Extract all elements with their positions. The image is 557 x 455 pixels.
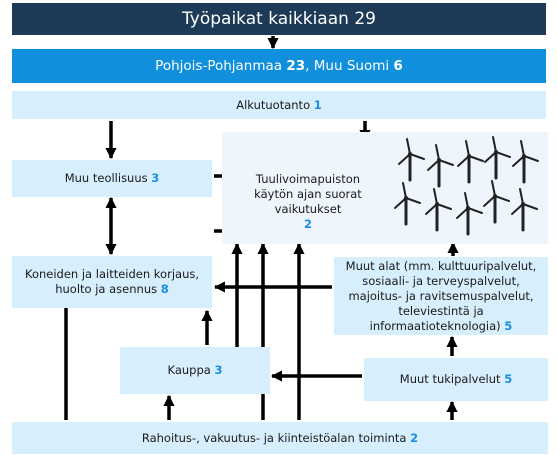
- wind-label-line3: vaikutukset: [274, 202, 342, 216]
- finance-label: Rahoitus-, vakuutus- ja kiinteistöalan t…: [141, 430, 407, 445]
- region-b-label: Muu Suomi: [313, 58, 390, 74]
- wind-label-line2: käytön ajan suorat: [254, 187, 362, 201]
- other-label-line3: majoitus- ja ravitsemuspalvelut,: [348, 288, 534, 303]
- wind-turbine-icon: [483, 135, 512, 180]
- wind-turbines-illustration: [393, 135, 540, 236]
- wind-count: 2: [303, 217, 312, 231]
- total-jobs-label: Työpaikat kaikkiaan: [182, 9, 349, 29]
- primary-count: 1: [313, 97, 322, 112]
- primary-production-box: Alkutuotanto 1: [12, 91, 546, 119]
- wind-turbine-icon: [426, 143, 455, 188]
- industry-label: Muu teollisuus: [64, 171, 148, 185]
- other-label-line4: televiestintä ja: [398, 303, 484, 318]
- wind-turbine-icon: [424, 187, 453, 232]
- repair-label-line2: huolto ja asennus: [55, 282, 158, 296]
- repair-count: 8: [160, 282, 169, 296]
- total-jobs-banner: Työpaikat kaikkiaan 29: [12, 3, 546, 35]
- trade-label: Kauppa: [167, 363, 211, 377]
- trade-count: 3: [214, 363, 223, 377]
- region-b-count: 6: [393, 58, 403, 74]
- wind-turbine-icon: [482, 179, 511, 224]
- other-sectors-box: Muut alat (mm. kulttuuripalvelut, sosiaa…: [334, 257, 548, 335]
- wind-park-box: Tuulivoimapuiston käytön ajan suorat vai…: [222, 132, 548, 244]
- support-count: 5: [504, 372, 513, 386]
- wind-turbine-icon: [393, 181, 422, 226]
- wind-turbine-icon: [510, 187, 539, 232]
- support-label: Muut tukipalvelut: [399, 372, 501, 386]
- other-label-line1: Muut alat (mm. kulttuuripalvelut,: [345, 258, 537, 273]
- other-label-line2: sosiaali- ja terveyspalvelut,: [362, 273, 520, 288]
- total-jobs-count: 29: [354, 9, 376, 29]
- support-services-box: Muut tukipalvelut 5: [364, 358, 548, 401]
- finance-count: 2: [410, 430, 419, 445]
- other-count: 5: [504, 318, 513, 333]
- finance-box: Rahoitus-, vakuutus- ja kiinteistöalan t…: [12, 422, 548, 454]
- wind-turbine-icon: [511, 139, 540, 184]
- trade-box: Kauppa 3: [120, 347, 270, 394]
- other-label-line5: informaatioteknologia): [369, 318, 501, 333]
- repair-box: Koneiden ja laitteiden korjaus, huolto j…: [12, 256, 212, 308]
- wind-park-text: Tuulivoimapuiston käytön ajan suorat vai…: [238, 172, 378, 232]
- repair-label-line1: Koneiden ja laitteiden korjaus,: [24, 267, 200, 281]
- industry-box: Muu teollisuus 3: [12, 160, 212, 197]
- wind-label-line1: Tuulivoimapuiston: [255, 172, 361, 186]
- region-a-count: 23: [286, 58, 306, 74]
- primary-label: Alkutuotanto: [236, 97, 311, 112]
- wind-turbine-icon: [397, 137, 426, 182]
- region-a-label: Pohjois-Pohjanmaa: [155, 58, 283, 74]
- wind-turbine-icon: [456, 139, 485, 184]
- region-separator: ,: [305, 58, 310, 74]
- industry-count: 3: [151, 171, 160, 185]
- wind-turbine-icon: [455, 191, 484, 236]
- region-banner: Pohjois-Pohjanmaa 23, Muu Suomi 6: [12, 49, 546, 83]
